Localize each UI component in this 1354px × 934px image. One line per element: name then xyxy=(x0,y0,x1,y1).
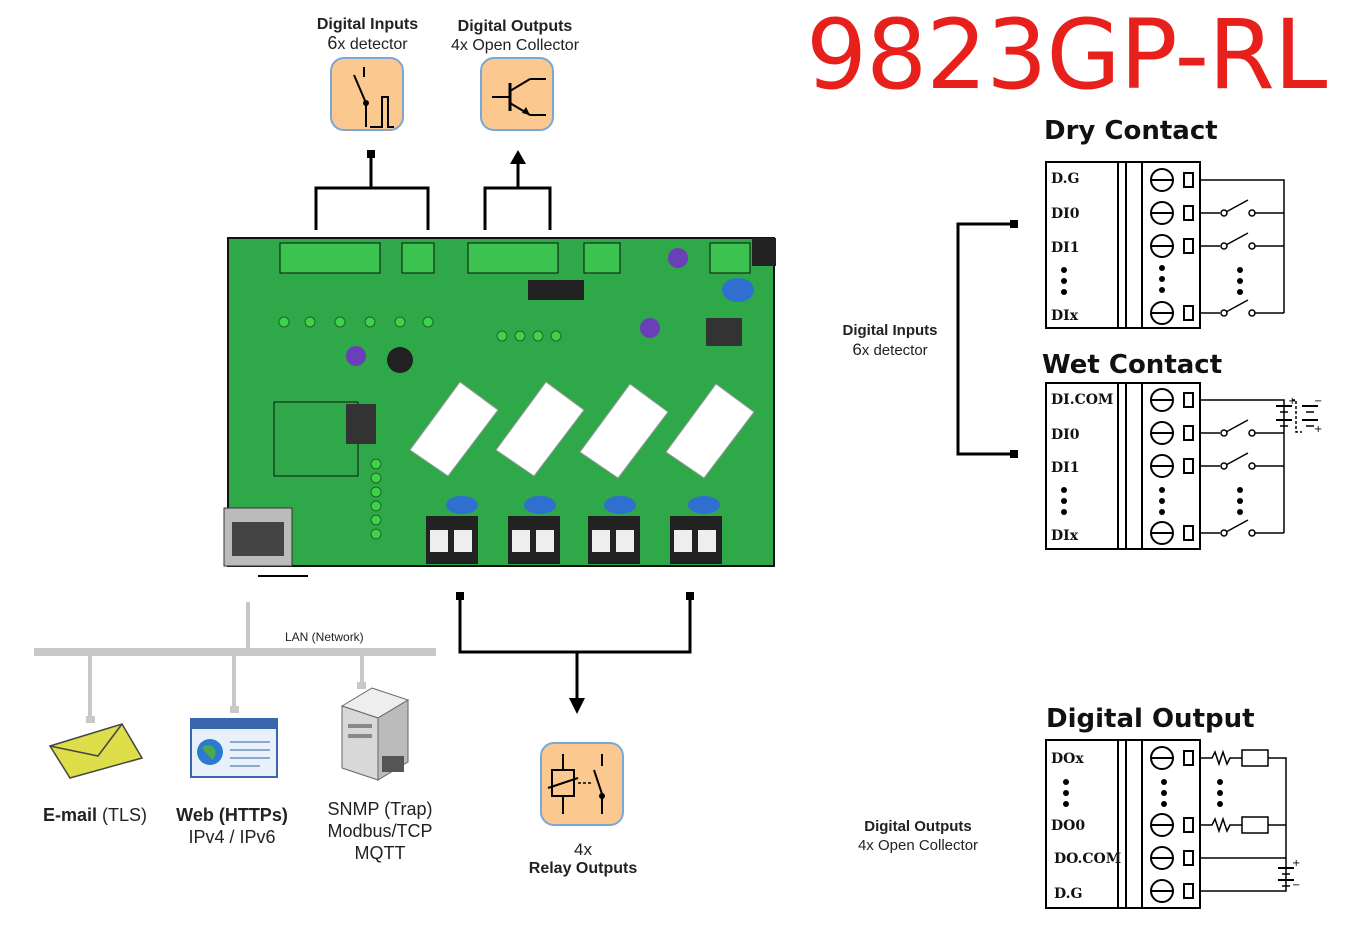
do-pin-label: DOx xyxy=(1051,751,1084,767)
email-envelope-icon xyxy=(48,722,144,780)
side-digital-outputs-caption: Digital Outputs 4x Open Collector xyxy=(857,818,979,854)
do-pin-label: DO0 xyxy=(1051,818,1086,834)
wet-pin-label: DI0 xyxy=(1051,427,1080,443)
dry-pin-label: DI0 xyxy=(1051,206,1080,222)
wet-pin-label: DI.COM xyxy=(1051,392,1114,408)
dry-pin-label: DI1 xyxy=(1051,240,1080,256)
web-label: Web (HTTPs) IPv4 / IPv6 xyxy=(176,805,288,847)
dry-pin-label: D.G xyxy=(1051,171,1080,187)
relay-outputs-caption: 4x Relay Outputs xyxy=(528,840,638,877)
dry-contact-title: Dry Contact xyxy=(1044,116,1218,146)
svg-text:−: − xyxy=(1292,880,1300,891)
product-title: 9823GP-RL xyxy=(806,0,1327,111)
web-browser-icon xyxy=(190,718,278,778)
dry-contact-terminal xyxy=(1045,161,1285,329)
digital-input-switch-icon xyxy=(330,57,404,131)
email-label: E-mail (TLS) xyxy=(42,805,148,825)
top-digital-inputs-caption: Digital Inputs 6x detector xyxy=(316,16,419,53)
digital-output-title: Digital Output xyxy=(1046,704,1255,734)
wet-contact-terminal: + − + xyxy=(1045,382,1322,550)
svg-text:+: + xyxy=(1314,424,1322,435)
wet-contact-title: Wet Contact xyxy=(1042,350,1223,380)
relay-output-icon xyxy=(540,742,624,826)
wet-pin-label: DIx xyxy=(1051,528,1079,544)
digital-output-terminal: + − xyxy=(1045,739,1300,909)
svg-text:−: − xyxy=(1314,396,1322,407)
side-digital-inputs-caption: Digital Inputs 6x detector xyxy=(842,322,938,359)
do-pin-label: D.G xyxy=(1054,886,1083,902)
server-icon xyxy=(338,686,418,782)
do-pin-label: DO.COM xyxy=(1054,851,1122,867)
svg-text:+: + xyxy=(1292,858,1300,869)
wet-pin-label: DI1 xyxy=(1051,460,1080,476)
top-digital-outputs-caption: Digital Outputs 4x Open Collector xyxy=(450,18,580,54)
lan-label: LAN (Network) xyxy=(285,630,364,644)
snmp-label: SNMP (Trap) Modbus/TCP MQTT xyxy=(327,799,433,863)
dry-pin-label: DIx xyxy=(1051,308,1079,324)
open-collector-transistor-icon xyxy=(480,57,554,131)
svg-text:+: + xyxy=(1288,396,1296,407)
